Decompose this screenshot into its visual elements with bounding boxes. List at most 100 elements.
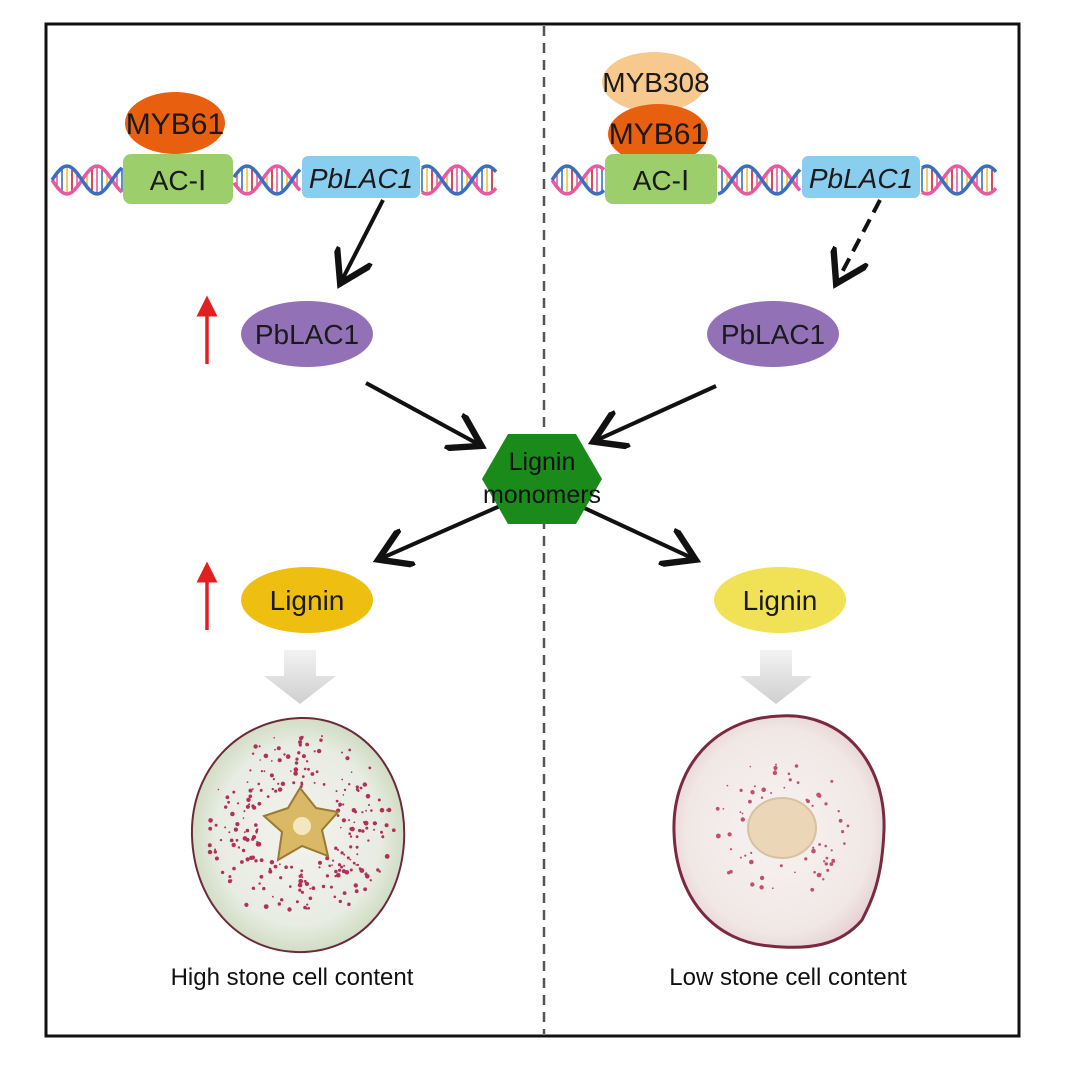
stone-cell-dot: [356, 863, 359, 867]
stone-cell-dot: [245, 804, 250, 809]
stone-cell-dot: [826, 868, 830, 872]
stone-cell-dot: [248, 788, 253, 793]
stone-cell-dot: [744, 854, 747, 857]
caption-right: Low stone cell content: [669, 964, 907, 991]
stone-cell-dot: [796, 781, 800, 784]
stone-cell-dot: [277, 782, 280, 785]
down-arrow-right: [740, 650, 812, 704]
stone-cell-dot: [340, 851, 344, 855]
stone-cell-dot: [307, 906, 311, 910]
stone-cell-dot: [365, 874, 370, 879]
stone-cell-dot: [335, 790, 338, 793]
stone-cell-dot: [384, 854, 390, 859]
stone-cell-dot: [342, 794, 345, 796]
stone-cell-dot: [251, 752, 255, 755]
stone-cell-dot: [355, 835, 359, 839]
lignin-left: [241, 567, 373, 633]
protein-to-monomers-arrow-left: [365, 381, 478, 444]
stone-cell-dot: [759, 875, 765, 881]
stone-cell-dot: [343, 864, 346, 867]
myb308-label-right: MYB308: [602, 67, 709, 98]
stone-cell-dot: [306, 903, 309, 906]
stone-cell-dot: [816, 792, 821, 798]
myb61-tf-right: [608, 104, 708, 164]
pblac1-gene-label-left: PbLAC1: [309, 163, 413, 194]
stone-cell-dot: [367, 839, 370, 842]
stone-cell-dot: [301, 775, 305, 778]
dna-helix-left: [50, 164, 498, 196]
stone-cell-dot: [260, 770, 263, 773]
stone-cell-dot: [370, 809, 373, 812]
stone-cell-dot: [258, 745, 261, 748]
stone-cell-dot: [726, 784, 729, 787]
stone-cell-dot: [297, 882, 303, 888]
stone-cell-dot: [363, 887, 367, 892]
stone-cell-dot: [338, 868, 342, 872]
stone-cell-dot: [303, 879, 307, 883]
stone-cell-dot: [354, 889, 359, 894]
stone-cell-dot: [318, 866, 321, 869]
gene-to-protein-dashed-arrow-right: [838, 199, 882, 280]
stone-cell-dot: [259, 858, 264, 863]
stone-cell-dot: [245, 828, 250, 833]
stone-cell-dot: [241, 848, 246, 853]
stone-cell-dot: [242, 836, 248, 841]
stone-cell-dot: [269, 860, 275, 865]
stone-cell-dot: [349, 845, 353, 849]
stone-cell-dot: [315, 770, 319, 774]
stone-cell-dot: [228, 875, 232, 879]
stone-cell-dot: [308, 896, 313, 901]
stone-cell-dot: [259, 874, 264, 879]
stone-cell-dot: [334, 874, 337, 878]
stone-cell-dot: [823, 860, 826, 863]
stone-cell-dot: [342, 803, 345, 806]
stone-cell-dot: [353, 883, 358, 888]
stone-cell-dot: [229, 838, 234, 843]
stone-cell-dot: [295, 901, 298, 903]
stone-cell-dot: [355, 785, 359, 789]
dna-strand: [50, 164, 498, 196]
stone-cell-dot: [334, 869, 338, 874]
stone-cell-dot: [338, 802, 342, 807]
stone-cell-dot: [750, 851, 753, 855]
stone-cell-dot: [293, 767, 299, 772]
stone-cell-dot: [262, 886, 266, 891]
stone-cell-dot: [321, 735, 323, 738]
monomers-label-line2: monomers: [483, 481, 601, 509]
stone-cell-dot: [263, 770, 266, 773]
stone-cell-dot: [810, 887, 815, 892]
stone-cell-dot: [237, 846, 241, 849]
stone-cell-dot: [345, 756, 350, 761]
stone-cell-dot: [341, 778, 344, 781]
stone-cell-dot: [358, 828, 362, 833]
pblac1-protein-label-right: PbLAC1: [721, 319, 825, 350]
stone-cell-dot: [253, 744, 258, 749]
stone-cell-dot: [355, 845, 359, 849]
lignin-right: [714, 567, 846, 633]
stone-cell-dot: [365, 793, 371, 799]
stone-cell-dot: [336, 872, 341, 878]
stone-cell-dot: [277, 902, 281, 906]
stone-cell-dot: [303, 767, 307, 771]
stone-cell-dot: [384, 823, 389, 828]
stone-cell-dot: [307, 767, 310, 771]
stone-cell-dot: [361, 811, 364, 814]
stone-cell-dot: [377, 798, 381, 802]
caption-left: High stone cell content: [171, 964, 414, 991]
stone-cell-dot: [271, 787, 274, 791]
stone-cell-dot: [340, 826, 342, 829]
stone-cell-dot: [349, 858, 352, 861]
stone-cell-dot: [341, 869, 346, 874]
stone-cell-dot: [333, 895, 337, 899]
stone-cell-dot: [243, 831, 246, 834]
stone-cell-dot: [825, 856, 829, 860]
stone-cell-dot: [772, 770, 778, 776]
stone-cell-dot: [788, 778, 792, 782]
stone-cell-dot: [225, 795, 230, 800]
stone-cell-dot: [770, 792, 773, 794]
stone-cell-dot: [252, 788, 254, 790]
stone-cell-dot: [748, 799, 752, 804]
stone-cell-dot: [268, 867, 272, 871]
stone-cell-dot: [352, 861, 356, 865]
